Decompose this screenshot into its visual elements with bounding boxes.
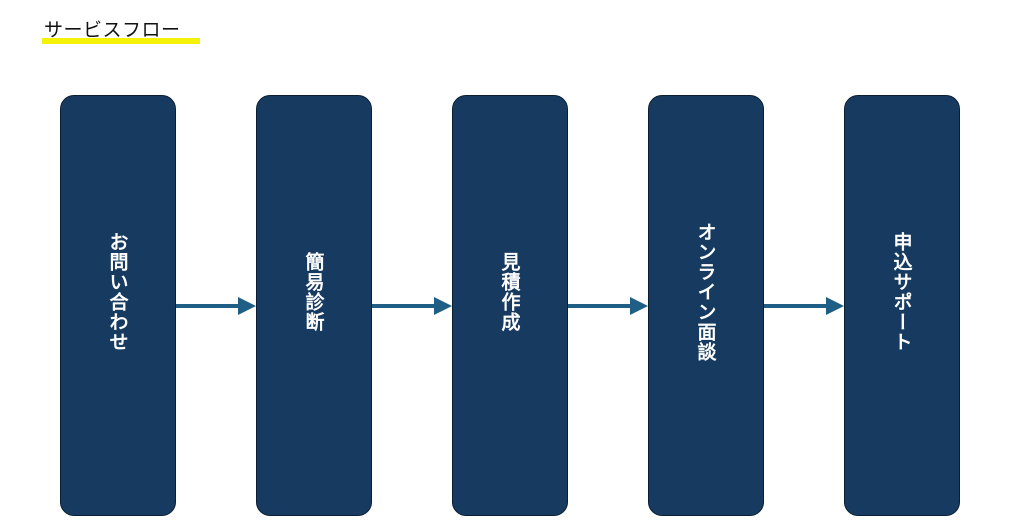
title-highlight — [42, 38, 200, 44]
flow-arrow-4 — [764, 297, 844, 315]
step-label-1: お問い合わせ — [106, 231, 129, 352]
step-label-5: 申込サポート — [890, 231, 913, 352]
step-label-2: 簡易診断 — [302, 251, 325, 332]
step-box-2: 簡易診断 — [256, 95, 372, 516]
step-box-1: お問い合わせ — [60, 95, 176, 516]
step-box-4: オンライン面談 — [648, 95, 764, 516]
flow-arrow-3 — [568, 297, 648, 315]
step-box-3: 見積作成 — [452, 95, 568, 516]
step-box-5: 申込サポート — [844, 95, 960, 516]
flow-arrow-1 — [176, 297, 256, 315]
page-title: サービスフロー — [44, 19, 181, 41]
step-label-3: 見積作成 — [498, 251, 521, 332]
step-label-4: オンライン面談 — [694, 221, 717, 362]
flow-arrow-2 — [372, 297, 452, 315]
